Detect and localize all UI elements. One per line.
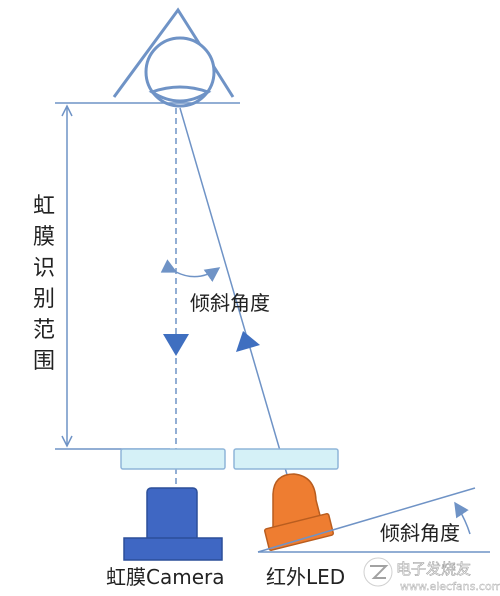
led-icon	[263, 473, 335, 551]
ground-line-tilted	[257, 487, 476, 553]
camera-icon	[123, 487, 223, 561]
led-base	[263, 513, 335, 551]
camera-axis-arrow-icon	[163, 334, 189, 356]
range-label-char: 围	[33, 349, 55, 374]
range-label-char: 虹	[33, 194, 55, 219]
led-window	[233, 448, 339, 470]
watermark-site-url: www.elecfans.com	[400, 580, 500, 593]
led-ray-arrow-icon	[236, 331, 260, 352]
range-arrow-top-icon	[61, 104, 73, 117]
camera-body	[146, 487, 198, 543]
ground-angle-arc	[454, 501, 471, 535]
led-dome	[272, 473, 324, 529]
watermark: 电子发烧友 www.elecfans.com	[363, 557, 500, 593]
watermark-site-name: 电子发烧友	[396, 560, 471, 578]
watermark-logo-icon	[363, 557, 393, 587]
range-label: 虹 膜 识 别 范 围	[33, 194, 55, 374]
range-label-char: 识	[33, 256, 55, 281]
range-label-char: 范	[33, 318, 55, 343]
camera-label: 虹膜Camera	[106, 565, 225, 589]
eye-icon	[112, 7, 235, 108]
tilt-angle-arc	[160, 259, 221, 282]
eye-lens	[148, 85, 212, 103]
camera-window	[120, 448, 226, 470]
led-label: 红外LED	[266, 565, 345, 589]
ground-angle-label: 倾斜角度	[380, 521, 460, 545]
range-arrow-bottom-icon	[61, 435, 73, 448]
range-label-char: 膜	[33, 225, 55, 250]
led-ray-line	[179, 107, 289, 479]
tilt-angle-label: 倾斜角度	[190, 291, 270, 315]
range-label-char: 别	[33, 287, 55, 312]
camera-base	[123, 537, 223, 561]
watermark-logo-mark	[370, 565, 389, 579]
